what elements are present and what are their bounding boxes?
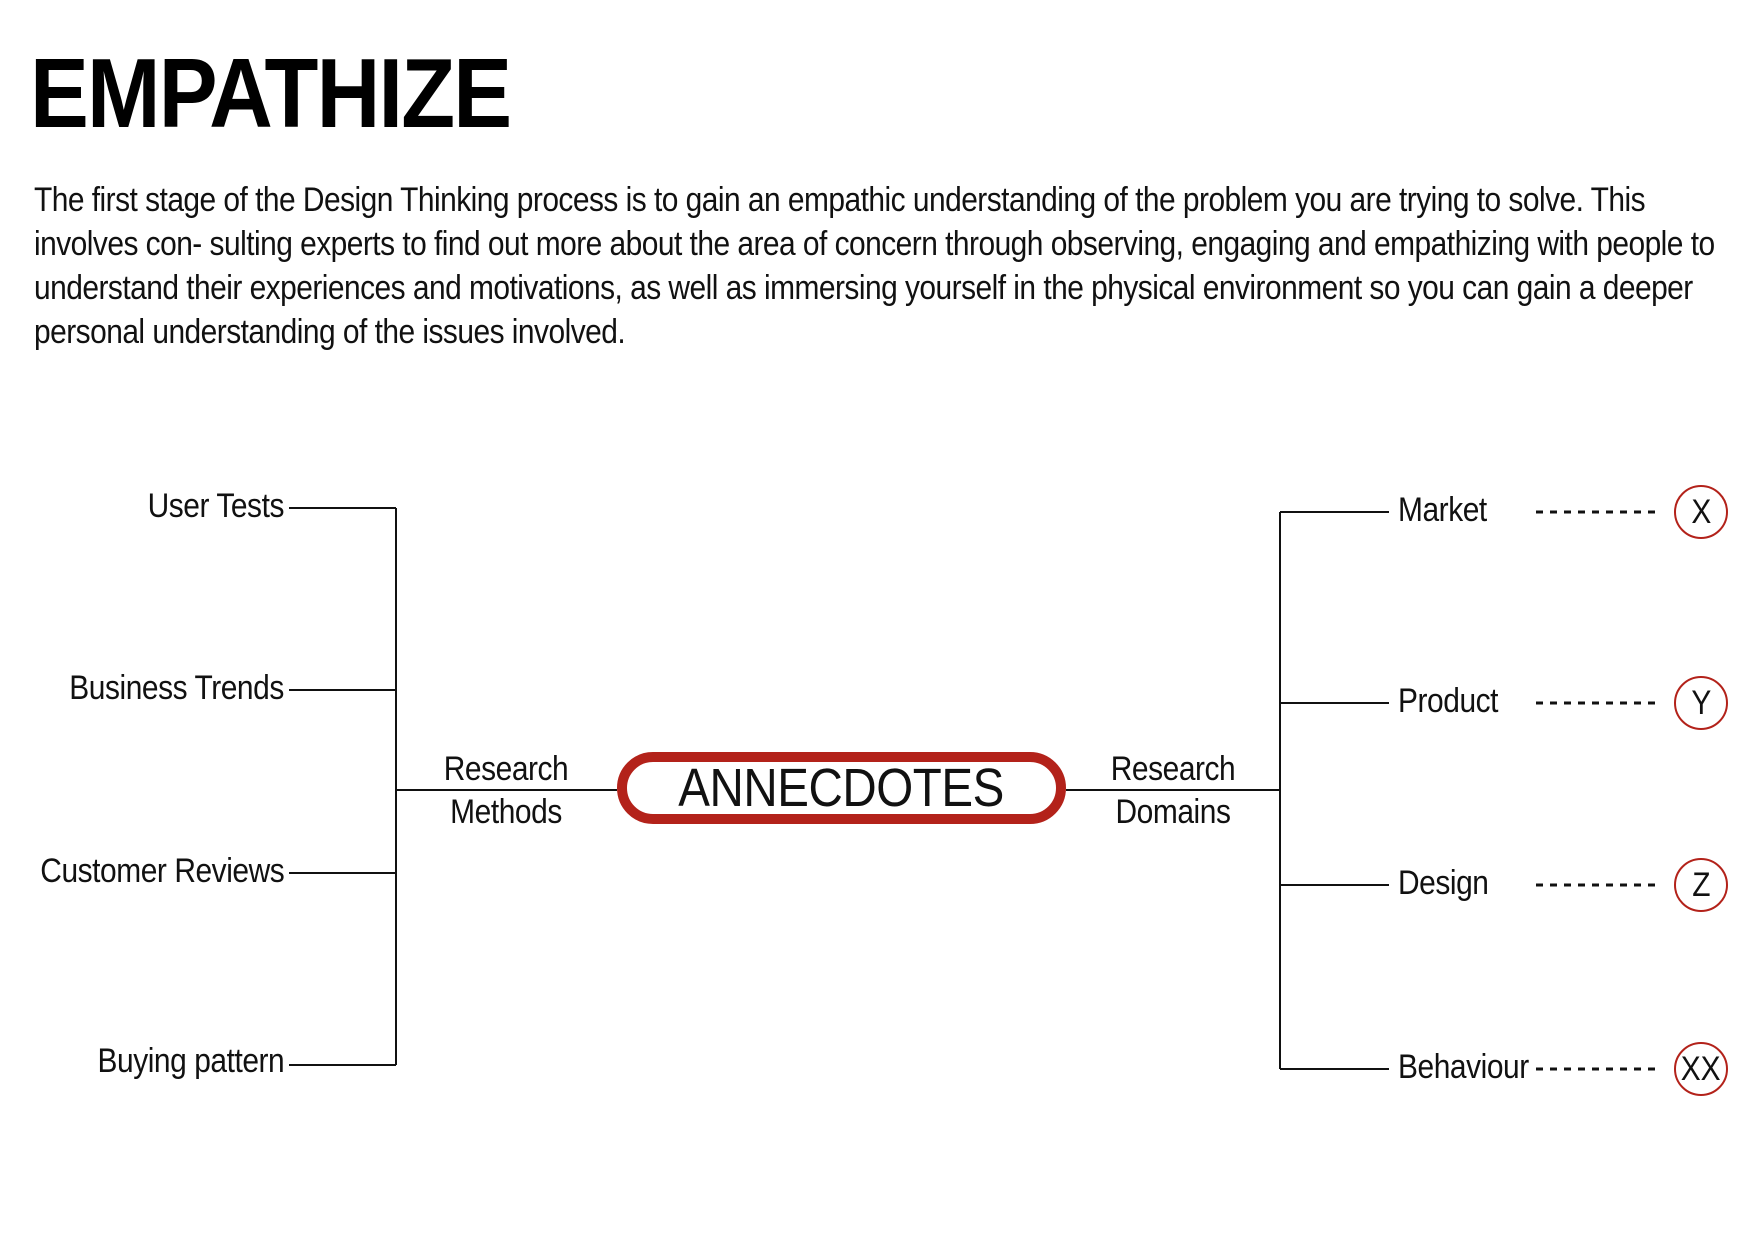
hub-label: ANNECDOTES xyxy=(678,758,1005,818)
badge-x: X xyxy=(1674,485,1728,539)
badge-y: Y xyxy=(1674,676,1728,730)
left-item-user-tests: User Tests xyxy=(147,487,285,525)
left-item-buying-pattern: Buying pattern xyxy=(97,1042,284,1080)
badge-xx-label: XX xyxy=(1681,1050,1721,1088)
badge-x-label: X xyxy=(1691,493,1711,531)
left-item-customer-reviews: Customer Reviews xyxy=(39,852,284,890)
right-item-market: Market xyxy=(1398,491,1487,529)
badge-y-label: Y xyxy=(1691,684,1711,722)
badge-z: Z xyxy=(1674,858,1728,912)
research-domains-line2: Domains xyxy=(1115,793,1231,831)
research-methods-line2: Methods xyxy=(450,793,562,831)
research-methods-label: Research Methods xyxy=(427,748,585,834)
research-domains-line1: Research xyxy=(1110,750,1236,788)
right-item-product: Product xyxy=(1398,682,1499,720)
research-methods-line1: Research xyxy=(443,750,569,788)
left-item-business-trends: Business Trends xyxy=(69,669,284,707)
right-item-design: Design xyxy=(1398,864,1489,902)
badge-z-label: Z xyxy=(1691,866,1711,904)
research-domains-label: Research Domains xyxy=(1094,748,1252,834)
page-title: EMPATHIZE xyxy=(30,38,512,148)
intro-paragraph: The first stage of the Design Thinking p… xyxy=(34,181,1715,351)
badge-xx: XX xyxy=(1674,1042,1728,1096)
annecdotes-hub: ANNECDOTES xyxy=(617,752,1066,824)
right-item-behaviour: Behaviour xyxy=(1398,1048,1529,1086)
